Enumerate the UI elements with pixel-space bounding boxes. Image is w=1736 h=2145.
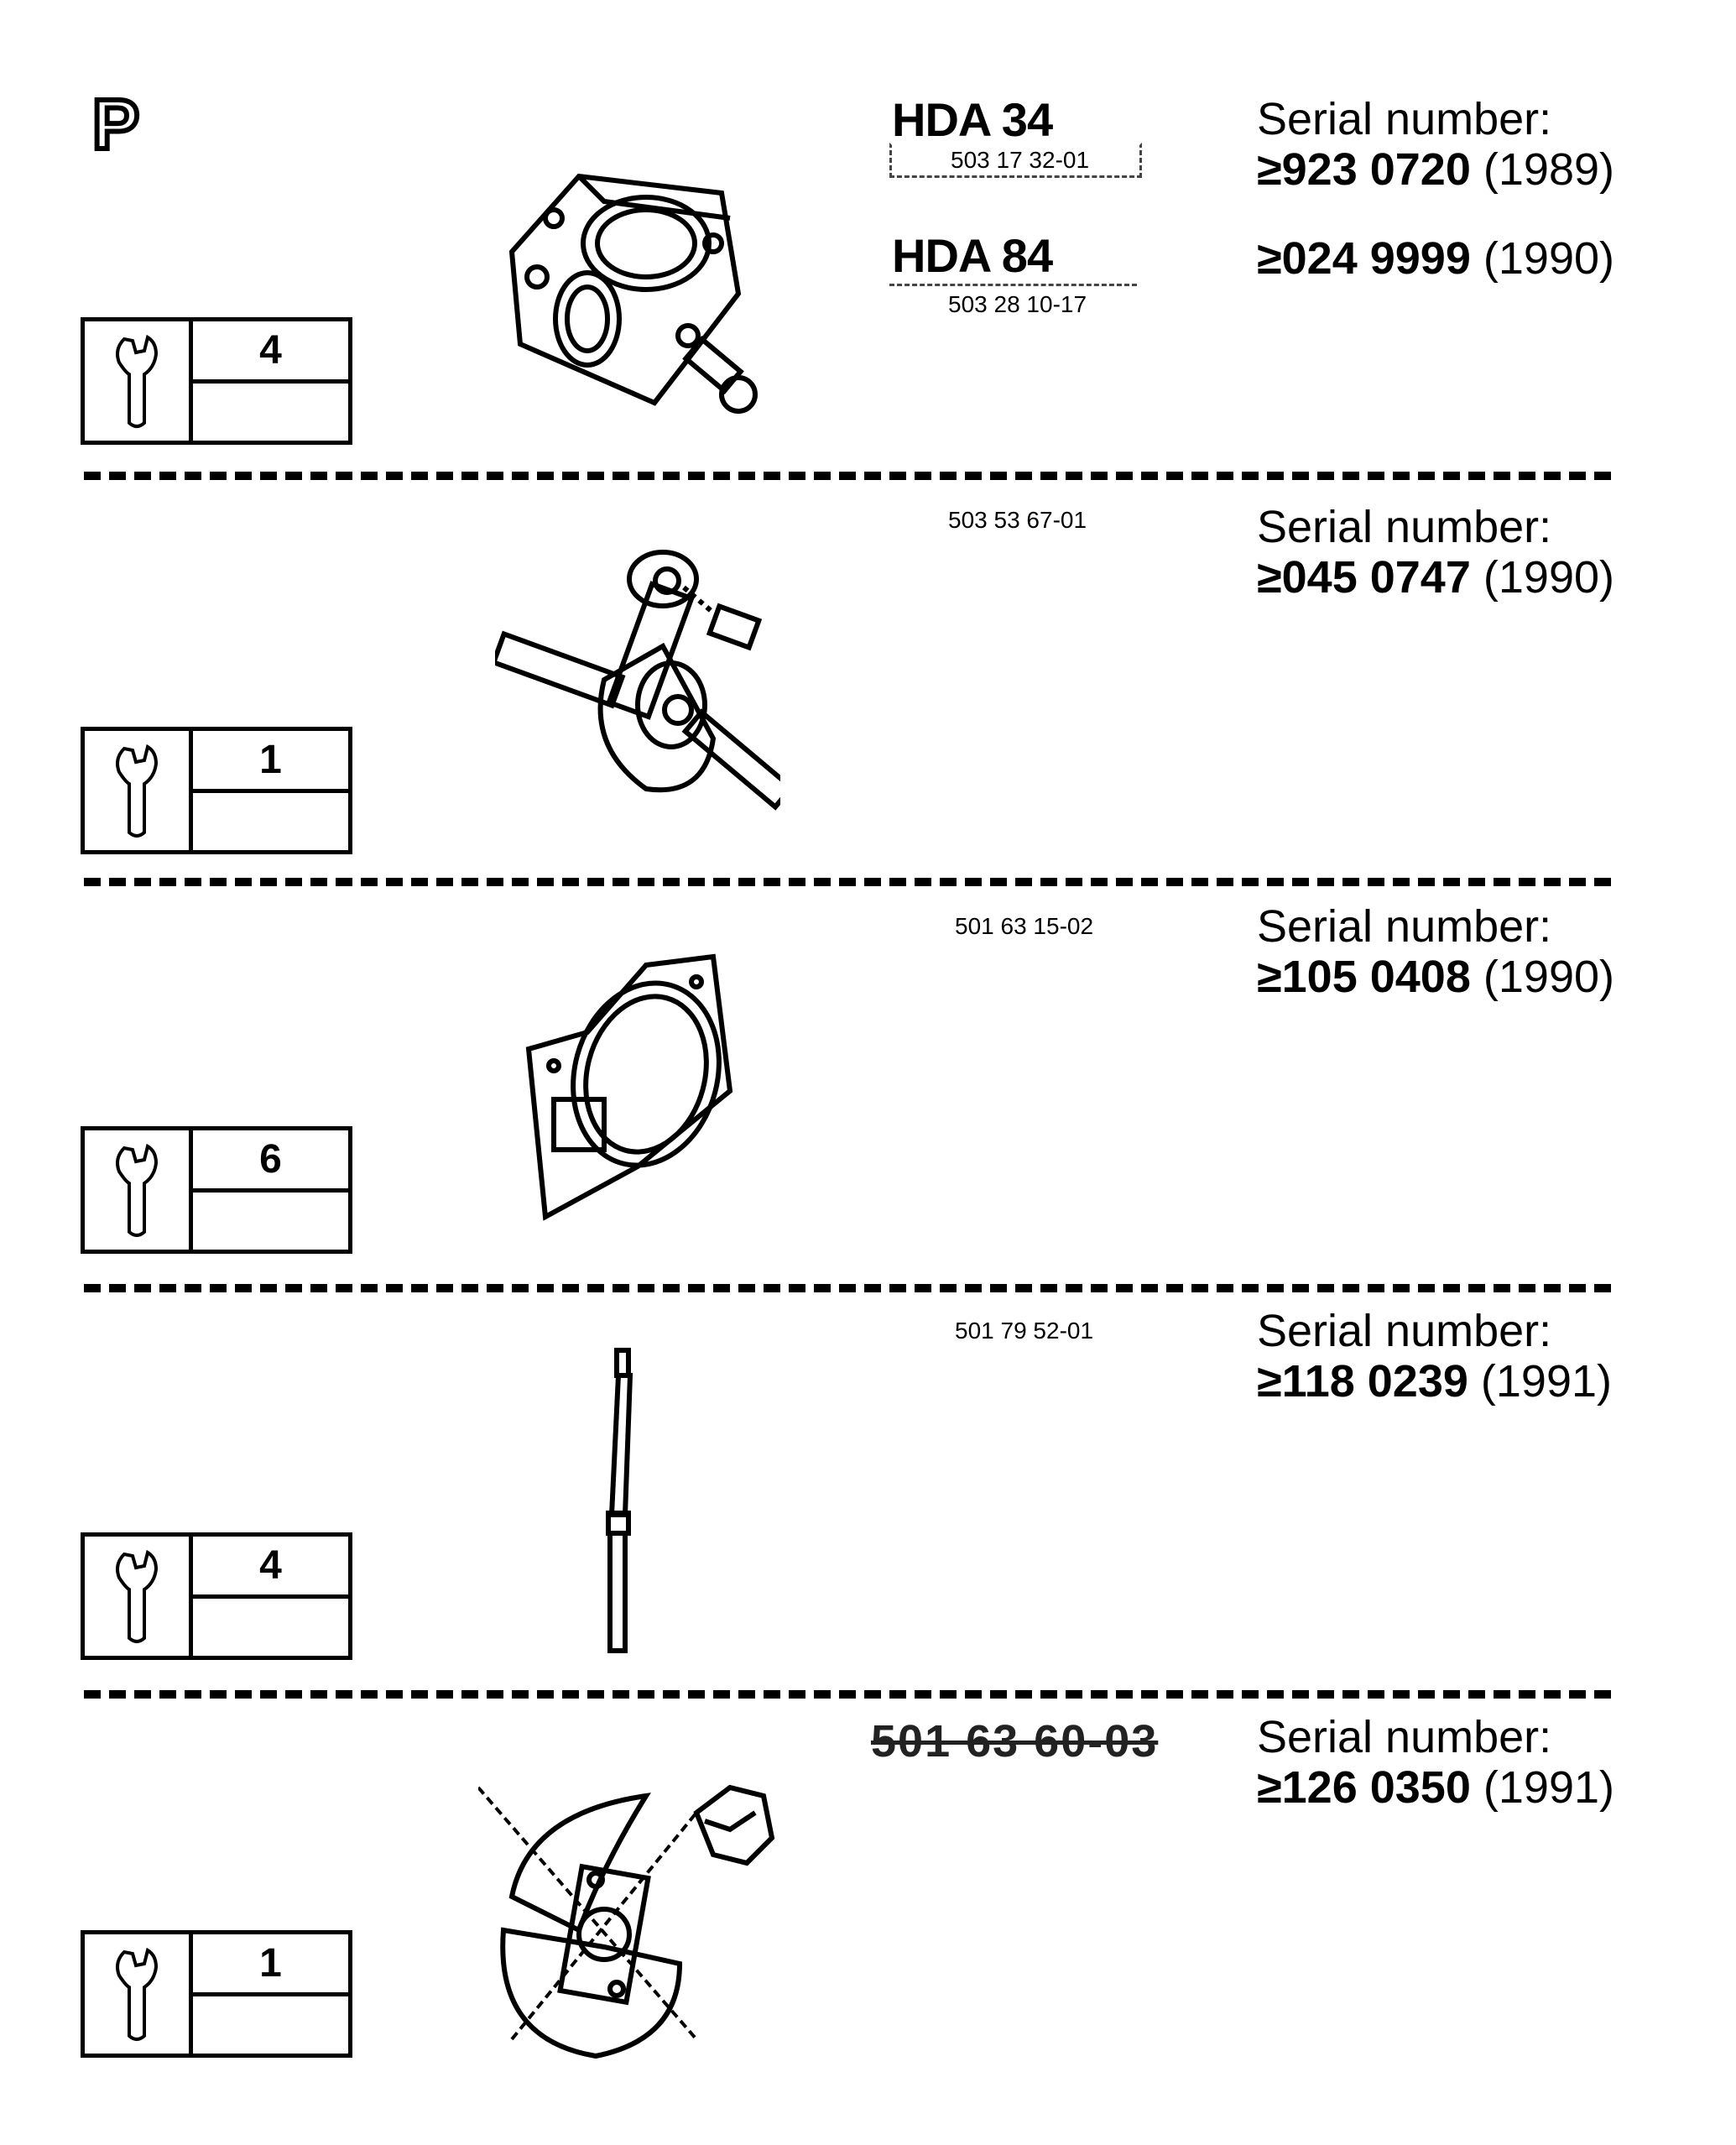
section-divider (84, 472, 1611, 480)
crankshaft-icon (490, 545, 795, 835)
serial-year: (1991) (1483, 1762, 1614, 1813)
serial-label: Serial number: (1257, 1712, 1552, 1762)
spec-value: 6 (193, 1130, 348, 1193)
serial-year: (1990) (1483, 952, 1614, 1002)
part-number: 503 53 67-01 (948, 507, 1087, 533)
spec-value: 4 (193, 321, 348, 384)
spec-box: 1 (81, 727, 352, 854)
crankcase-gasket-icon (520, 948, 738, 1238)
serial-label: Serial number: (1257, 502, 1552, 552)
page-letter: P (90, 82, 142, 166)
part-number: 503 28 10-17 (889, 284, 1138, 318)
wrench-icon (85, 731, 193, 850)
spec-value: 4 (193, 1537, 348, 1599)
serial-number: ≥045 0747 (1257, 552, 1471, 603)
wrench-icon (85, 1130, 193, 1250)
serial-number: ≥105 0408 (1257, 952, 1471, 1002)
serial-number: ≥024 9999 (1257, 233, 1471, 284)
serial-number: ≥126 0350 (1257, 1762, 1471, 1813)
serial-label: Serial number: (1257, 94, 1552, 144)
serial-info: Serial number: ≥105 0408 (1990) (1257, 901, 1614, 1002)
spec-value: 1 (193, 1934, 348, 1996)
serial-year: (1990) (1483, 552, 1614, 603)
wrench-icon (85, 1934, 193, 2054)
serial-year: (1991) (1480, 1356, 1612, 1407)
carburetor-icon (487, 151, 772, 432)
spec-box: 1 (81, 1930, 352, 2058)
part-number: 503 17 32-01 (889, 143, 1143, 178)
section-divider (84, 1284, 1611, 1292)
spec-value: 1 (193, 731, 348, 793)
pin-rod-icon (600, 1347, 650, 1662)
serial-info: Serial number: ≥923 0720 (1989) (1257, 94, 1614, 195)
serial-label: Serial number: (1257, 901, 1552, 952)
serial-year: (1989) (1483, 144, 1614, 195)
serial-info: Serial number: ≥045 0747 (1990) (1257, 502, 1614, 603)
serial-info: ≥024 9999 (1990) (1257, 233, 1614, 284)
part-number: 501 63 15-02 (955, 913, 1094, 939)
section-divider (84, 1690, 1611, 1699)
model-name: HDA 34 (892, 93, 1053, 146)
clutch-icon (477, 1762, 797, 2069)
spec-box: 6 (81, 1126, 352, 1254)
part-number: 501 79 52-01 (955, 1318, 1094, 1344)
serial-info: Serial number: ≥126 0350 (1991) (1257, 1712, 1614, 1813)
wrench-icon (85, 321, 193, 441)
serial-info: Serial number: ≥118 0239 (1991) (1257, 1306, 1612, 1407)
spec-box: 4 (81, 317, 352, 445)
model-name: HDA 84 (892, 229, 1053, 282)
serial-year: (1990) (1483, 233, 1614, 284)
serial-label: Serial number: (1257, 1306, 1552, 1356)
section-divider (84, 878, 1611, 886)
serial-number: ≥923 0720 (1257, 144, 1471, 195)
wrench-icon (85, 1537, 193, 1656)
part-number: 501 63 60-03 (871, 1716, 1159, 1767)
serial-number: ≥118 0239 (1257, 1356, 1468, 1407)
spec-box: 4 (81, 1532, 352, 1660)
